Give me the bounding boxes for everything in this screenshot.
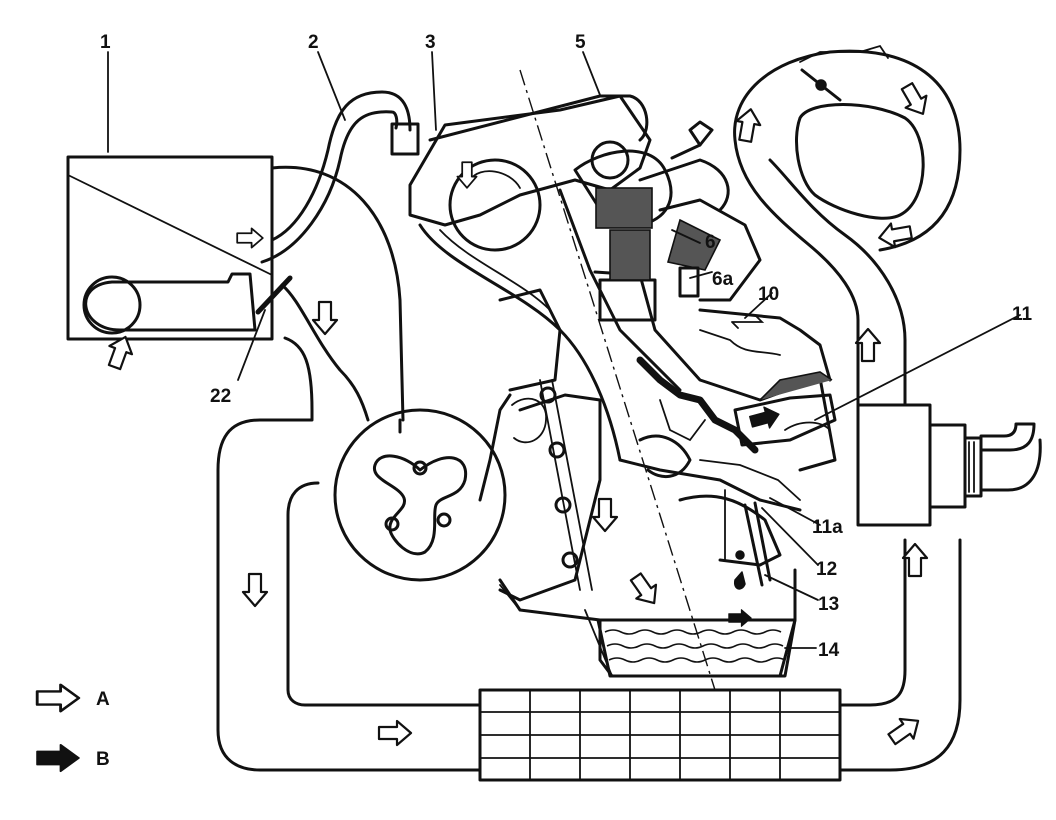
- flow-arrow-down-4: [591, 497, 619, 533]
- oil-sump: [596, 618, 797, 678]
- sensor-22: [255, 275, 293, 315]
- vent-arrow: [236, 227, 264, 249]
- throttle-housing: [856, 403, 1042, 527]
- flow-arrow-down-5: [624, 568, 666, 612]
- legend-label-b: B: [96, 749, 110, 770]
- valve-symbol: [800, 68, 842, 102]
- callout-6a: 6a: [712, 269, 734, 290]
- callout-labels: 1 2 3 5 6 6a 10 11 11a 12 13 14 22: [100, 32, 1033, 661]
- oil-arrow-1: [747, 403, 783, 433]
- flow-arrow-right-1: [377, 719, 413, 747]
- flow-arrow-up-1: [901, 542, 929, 578]
- callout-3: 3: [425, 32, 436, 53]
- legend-solid-arrow-icon: [36, 743, 80, 773]
- flow-arrow-up-2: [854, 327, 882, 363]
- breather-hose: [236, 90, 420, 264]
- upper-duct-loop: [732, 44, 962, 407]
- engine-block: [333, 94, 837, 678]
- callout-1: 1: [100, 32, 111, 53]
- legend: A B: [35, 683, 110, 773]
- callout-2: 2: [308, 32, 319, 53]
- callout-14: 14: [818, 640, 840, 661]
- intake-duct: [216, 165, 482, 772]
- callout-12: 12: [816, 559, 837, 580]
- callout-6: 6: [705, 232, 716, 253]
- cylinder-axis-line: [519, 69, 716, 691]
- flow-arrow-down-3: [895, 79, 935, 121]
- callout-11: 11: [1012, 304, 1033, 325]
- flow-arrow-down-2: [241, 572, 269, 608]
- callout-5: 5: [575, 32, 586, 53]
- flow-arrow-down-1: [311, 300, 339, 336]
- intercooler: [478, 538, 962, 782]
- legend-label-a: A: [96, 689, 110, 710]
- oil-arrow-2: [728, 609, 752, 627]
- air-filter-box: [66, 155, 274, 373]
- flow-arrow-right-2: [883, 709, 927, 751]
- legend-hollow-arrow-icon: [35, 683, 81, 713]
- flow-arrow-left-1: [876, 219, 914, 251]
- callout-13: 13: [818, 594, 839, 615]
- callout-22: 22: [210, 386, 231, 407]
- leader-lines: [107, 51, 1021, 649]
- callout-11a: 11a: [812, 517, 843, 538]
- callout-10: 10: [758, 284, 779, 305]
